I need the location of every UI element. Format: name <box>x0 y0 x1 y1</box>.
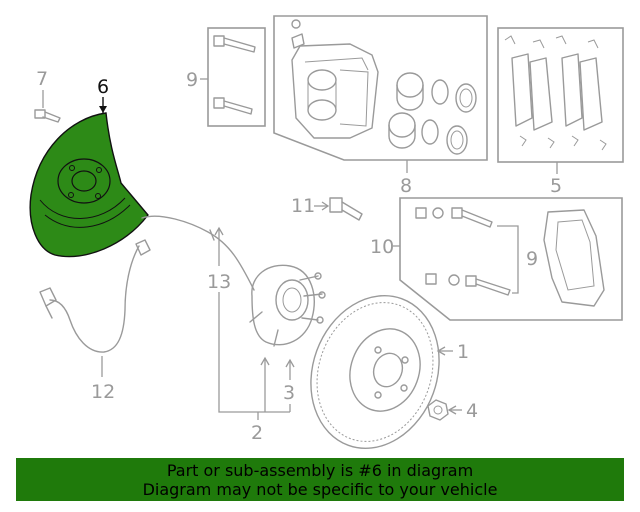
callout-4: 4 <box>466 400 478 422</box>
callout-6: 6 <box>97 76 109 98</box>
callout-8: 8 <box>400 175 412 197</box>
callout-9-pins: 9 <box>186 69 198 91</box>
brake-rotor-part-1[interactable] <box>290 277 460 466</box>
callout-13: 13 <box>207 271 231 293</box>
callout-9-bolts: 9 <box>526 248 538 270</box>
callout-3: 3 <box>283 382 295 404</box>
banner-line-2: Diagram may not be specific to your vehi… <box>142 480 498 499</box>
callout-1: 1 <box>457 341 469 363</box>
caliper-bracket-box-part-10[interactable] <box>399 197 623 321</box>
sensor-wire-part-13[interactable] <box>141 215 255 291</box>
splash-shield-part-6[interactable] <box>29 112 149 258</box>
callout-12: 12 <box>91 381 115 403</box>
speed-sensor-part-12[interactable] <box>39 239 151 353</box>
bolt-part-11[interactable] <box>329 197 363 221</box>
banner-line-1: Part or sub-assembly is #6 in diagram <box>166 461 474 480</box>
brake-pad-kit-box-part-5[interactable] <box>497 27 624 163</box>
callout-11: 11 <box>291 195 315 217</box>
callout-10: 10 <box>370 236 394 258</box>
hub-bearing-part-3[interactable] <box>249 264 326 347</box>
caliper-assembly-box-part-8[interactable] <box>273 15 488 161</box>
info-banner: Part or sub-assembly is #6 in diagram Di… <box>16 458 624 501</box>
hub-nut-part-4[interactable] <box>427 399 449 421</box>
callout-7: 7 <box>36 68 48 90</box>
guide-pin-kit-box[interactable] <box>207 27 266 127</box>
callout-5: 5 <box>550 175 562 197</box>
shield-bolt-part-7[interactable] <box>34 109 61 123</box>
callout-2: 2 <box>251 422 263 444</box>
